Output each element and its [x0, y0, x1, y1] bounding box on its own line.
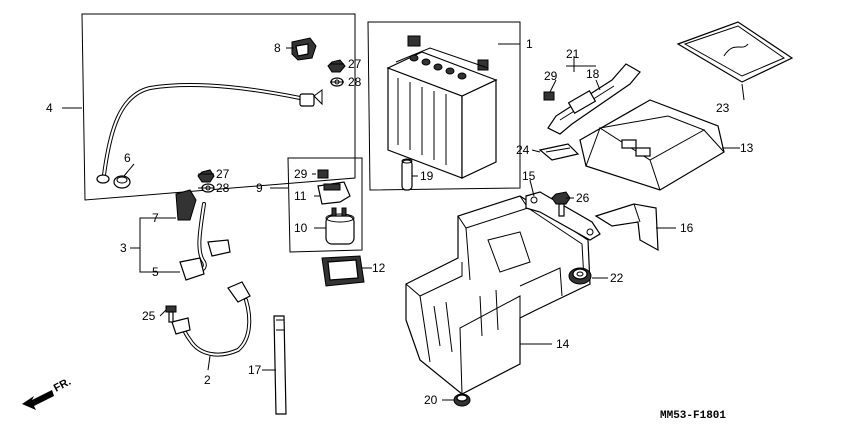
- callout-27-upper: 27: [348, 57, 362, 71]
- callout-17: 17: [248, 363, 262, 377]
- callout-26: 26: [576, 191, 590, 205]
- clip-part-upper: [543, 91, 555, 101]
- front-direction-arrow: FR.: [22, 376, 73, 410]
- callout-27-middle: 27: [216, 167, 230, 181]
- callout-18: 18: [586, 67, 600, 81]
- battery-box-part: [405, 195, 591, 395]
- breather-tube-part: [401, 158, 413, 191]
- leader-lines: [62, 43, 745, 401]
- callout-3: 3: [120, 241, 127, 255]
- callout-8: 8: [274, 41, 281, 55]
- front-direction-label: FR.: [52, 376, 73, 395]
- negative-cable-part: [175, 189, 231, 281]
- callout-1: 1: [526, 37, 533, 51]
- callout-12: 12: [372, 261, 386, 275]
- battery-band-part: [547, 63, 641, 135]
- callout-6: 6: [124, 151, 131, 165]
- relay-holder-part: [317, 181, 351, 205]
- diagram-code: MM53-F1801: [660, 410, 726, 422]
- callout-21: 21: [566, 47, 580, 61]
- callout-29-lower: 29: [294, 167, 308, 181]
- grommet-part: [568, 267, 592, 285]
- starter-relay-frame: [287, 157, 363, 253]
- callout-19: 19: [420, 169, 434, 183]
- relay-clip-part: [317, 169, 329, 179]
- terminal-cap-part: [113, 175, 131, 189]
- battery-cover-part: [579, 99, 725, 191]
- tool-bag-part: [676, 21, 794, 83]
- starter-relay-part: [325, 207, 355, 245]
- bolt-part: [165, 305, 177, 323]
- drain-tube-part: [273, 315, 287, 415]
- callout-29-upper: 29: [544, 69, 558, 83]
- callout-10: 10: [294, 221, 308, 235]
- ground-cable-part: [171, 281, 252, 357]
- callout-9: 9: [256, 181, 263, 195]
- callout-2: 2: [204, 373, 211, 387]
- callout-28-upper: 28: [348, 75, 362, 89]
- rubber-cushion-part: [453, 393, 471, 407]
- callout-16: 16: [680, 221, 694, 235]
- callout-28-middle: 28: [216, 181, 230, 195]
- callout-23: 23: [716, 101, 730, 115]
- battery-part: [386, 35, 498, 179]
- callout-13: 13: [740, 141, 754, 155]
- callout-11: 11: [294, 189, 307, 203]
- callout-25: 25: [142, 309, 156, 323]
- nut-bolt-middle: [197, 169, 215, 193]
- relay-rubber-cover-part: [321, 255, 365, 287]
- caution-label-part: [538, 143, 580, 161]
- battery-frame: [367, 21, 521, 191]
- stay-bolt-part: [551, 191, 571, 217]
- callout-4: 4: [46, 101, 53, 115]
- group-frame-battery-cable: [81, 13, 356, 201]
- terminal-cover-part: [291, 37, 317, 61]
- callout-labels: 4 6 8 27 28 1 21 29 18 23 13 24 19 9 29 …: [46, 37, 754, 407]
- callout-22: 22: [610, 271, 624, 285]
- callout-14: 14: [556, 337, 570, 351]
- callout-20: 20: [424, 393, 438, 407]
- battery-cable-part: [96, 83, 323, 184]
- box-bracket-part: [594, 203, 659, 252]
- callout-15: 15: [522, 169, 536, 183]
- callout-7: 7: [152, 211, 159, 225]
- callout-24: 24: [516, 143, 530, 157]
- callout-5: 5: [152, 265, 159, 279]
